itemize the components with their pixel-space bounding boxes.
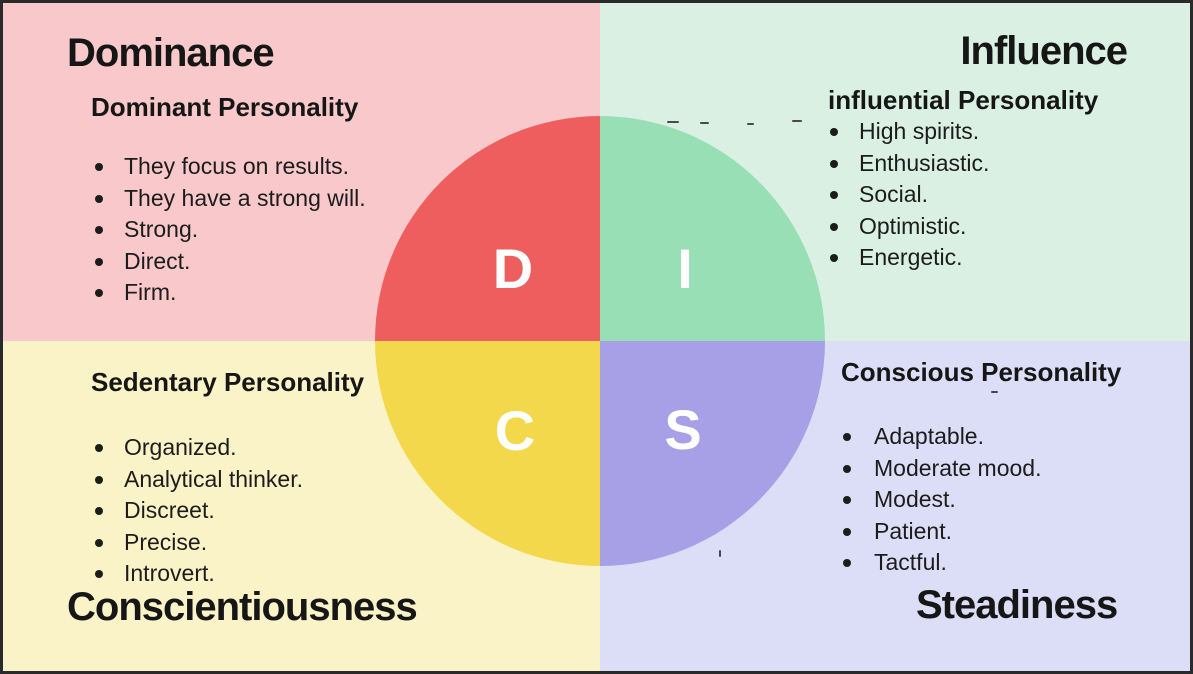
- trait-item: Strong.: [95, 216, 366, 248]
- trait-item: Energetic.: [830, 244, 989, 276]
- bullet-dot-icon: [95, 163, 103, 171]
- trait-item: They have a strong will.: [95, 185, 366, 217]
- bullet-dot-icon: [830, 128, 838, 136]
- trait-text: Organized.: [124, 434, 237, 460]
- trait-item: Precise.: [95, 529, 303, 561]
- bullet-dot-icon: [830, 254, 838, 262]
- influence-trait-list: High spirits. Enthusiastic. Social. Opti…: [830, 118, 989, 276]
- dominance-trait-list: They focus on results. They have a stron…: [95, 153, 366, 311]
- trait-item: Modest.: [843, 486, 1041, 518]
- trait-text: Strong.: [124, 216, 199, 242]
- trait-text: Social.: [859, 181, 929, 207]
- trait-text: Analytical thinker.: [124, 465, 303, 492]
- trait-text: They have a strong will.: [124, 184, 366, 211]
- disc-circle: D I C S: [375, 116, 825, 566]
- dominance-subtitle: Dominant Personality: [91, 92, 359, 122]
- trait-text: Adaptable.: [874, 423, 984, 449]
- influence-title: Influence: [960, 29, 1128, 73]
- influence-subtitle: influential Personality: [828, 85, 1099, 115]
- bullet-dot-icon: [95, 538, 103, 547]
- bullet-dot-icon: [843, 496, 851, 504]
- trait-text: Moderate mood.: [874, 454, 1042, 481]
- stray-mark: [700, 122, 709, 124]
- bullet-dot-icon: [830, 159, 838, 168]
- stray-mark: [719, 550, 721, 557]
- stray-mark: [747, 123, 754, 125]
- trait-item: Analytical thinker.: [95, 466, 303, 498]
- trait-text: Optimistic.: [859, 212, 967, 239]
- trait-item: Discreet.: [95, 497, 303, 529]
- trait-text: They focus on results.: [124, 153, 349, 179]
- trait-text: Introvert.: [124, 560, 215, 586]
- trait-text: Modest.: [874, 486, 956, 512]
- bullet-dot-icon: [95, 444, 103, 452]
- trait-item: Introvert.: [95, 560, 303, 592]
- letter-c: C: [494, 399, 536, 462]
- trait-text: Enthusiastic.: [859, 149, 990, 176]
- bullet-dot-icon: [95, 226, 103, 234]
- trait-item: Direct.: [95, 248, 366, 280]
- trait-text: Direct.: [124, 247, 191, 274]
- trait-item: Adaptable.: [843, 423, 1041, 455]
- conscientiousness-trait-list: Organized. Analytical thinker. Discreet.…: [95, 434, 303, 592]
- stray-mark: [792, 120, 802, 122]
- trait-text: Discreet.: [124, 497, 215, 523]
- trait-item: Patient.: [843, 518, 1041, 550]
- trait-item: High spirits.: [830, 118, 989, 150]
- trait-text: Precise.: [124, 528, 208, 555]
- trait-text: Energetic.: [859, 244, 963, 270]
- bullet-dot-icon: [843, 559, 851, 567]
- bullet-dot-icon: [95, 475, 103, 484]
- trait-item: Organized.: [95, 434, 303, 466]
- steadiness-subtitle: Conscious Personality: [841, 357, 1122, 387]
- letter-d: D: [492, 237, 534, 300]
- trait-item: Optimistic.: [830, 213, 989, 245]
- trait-item: Tactful.: [843, 549, 1041, 581]
- trait-item: Firm.: [95, 279, 366, 311]
- bullet-dot-icon: [843, 527, 851, 536]
- dominance-title: Dominance: [67, 31, 275, 75]
- bullet-dot-icon: [95, 257, 103, 266]
- stray-mark: [667, 121, 679, 123]
- bullet-dot-icon: [843, 433, 851, 441]
- bullet-dot-icon: [95, 570, 103, 578]
- bullet-dot-icon: [843, 464, 851, 473]
- trait-text: Firm.: [124, 279, 177, 305]
- trait-text: Tactful.: [874, 549, 947, 575]
- trait-text: Patient.: [874, 517, 952, 544]
- bullet-dot-icon: [95, 289, 103, 297]
- trait-item: Social.: [830, 181, 989, 213]
- conscientiousness-subtitle: Sedentary Personality: [91, 367, 365, 397]
- steadiness-trait-list: Adaptable. Moderate mood. Modest. Patien…: [843, 423, 1041, 581]
- bullet-dot-icon: [830, 191, 838, 199]
- bullet-dot-icon: [95, 194, 103, 203]
- trait-item: They focus on results.: [95, 153, 366, 185]
- steadiness-title: Steadiness: [916, 583, 1118, 627]
- bullet-dot-icon: [830, 222, 838, 231]
- trait-item: Moderate mood.: [843, 455, 1041, 487]
- trait-item: Enthusiastic.: [830, 150, 989, 182]
- stray-mark: [991, 391, 998, 393]
- trait-text: High spirits.: [859, 118, 980, 144]
- letter-s: S: [664, 398, 702, 461]
- bullet-dot-icon: [95, 507, 103, 515]
- conscientiousness-title: Conscientiousness: [67, 585, 418, 629]
- letter-i: I: [677, 237, 693, 300]
